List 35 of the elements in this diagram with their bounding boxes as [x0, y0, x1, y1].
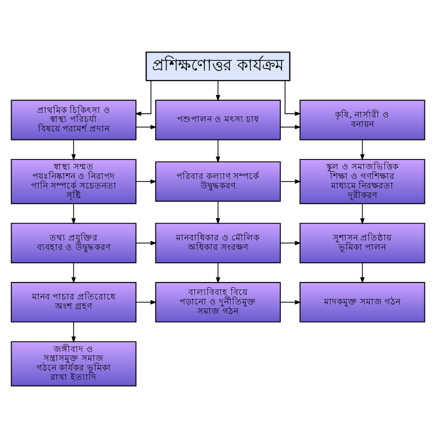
arrow — [136, 178, 157, 184]
arrow — [360, 202, 365, 224]
node-box: মানব পাচার প্রতিরোধে অংশ গ্রহণ — [10, 282, 136, 322]
node-box: স্বাস্থ্য সম্মত পয়ঃনিষ্কাশন ও নিরাপদ পানি সম্পর্কে সচেতনতা সৃষ্টি — [10, 158, 136, 204]
arrow — [360, 262, 365, 284]
arrow — [280, 124, 302, 129]
node-box: পরিবার কল্যাণ সম্পর্কে উদ্বুদ্ধকরণ — [155, 160, 281, 202]
node-box: প্রশিক্ষণোত্তর কার্যক্রম — [146, 51, 290, 81]
arrow — [216, 262, 220, 284]
node-box: স্কুল ও সমাজভিত্তিক শিক্ষা ও গণশিক্ষার মাধ্যমে নিরক্ষরতা দূরীকরণ — [300, 158, 426, 204]
arrow — [71, 321, 76, 342]
arrow — [280, 240, 302, 245]
arrow — [136, 300, 157, 304]
node-box: তথ্য প্রযুক্তির ব্যবহার ও উদ্বুদ্ধকরণ — [10, 222, 136, 263]
node-box: মানবাধিকার ও মৌলিক অধিকার সংরক্ষণ — [155, 222, 281, 263]
node-box: সুশাসন প্রতিষ্ঠায় ভূমিকা পালন — [300, 222, 426, 263]
node-box: বাল্যবিবাহ বিয়ে পড়ানো ও দুর্নীতিমুক্ত সমাজ গঠন — [155, 282, 281, 322]
arrow — [216, 200, 220, 224]
arrow — [280, 300, 302, 304]
arrow — [360, 138, 365, 160]
node-box: কৃষি, নার্সারী ও বনায়ন — [300, 99, 426, 140]
arrow — [284, 80, 302, 116]
arrow — [71, 202, 76, 224]
node-box: মাদকমুক্ত সমাজ গঠন — [300, 282, 426, 322]
node-box: প্রাথমিক চিকিৎসা ও স্বাস্থ্য পরিচর্যা বিষয়ে পরামর্শ প্রদান — [10, 99, 136, 140]
arrow — [216, 138, 220, 162]
arrow — [71, 262, 76, 284]
node-box: পশুপালন ও মৎস্য চাষ — [155, 99, 281, 140]
arrow — [136, 124, 157, 129]
arrow — [216, 80, 220, 101]
arrow — [136, 240, 157, 245]
node-box: জঙ্গীবাদ ও সন্ত্রাসমুক্ত সমাজ গঠনে কার্যকর ভূমিকা রাখা ইত্যাদি — [10, 340, 136, 386]
arrow — [71, 138, 76, 160]
arrow — [280, 178, 302, 184]
arrow — [134, 80, 152, 116]
